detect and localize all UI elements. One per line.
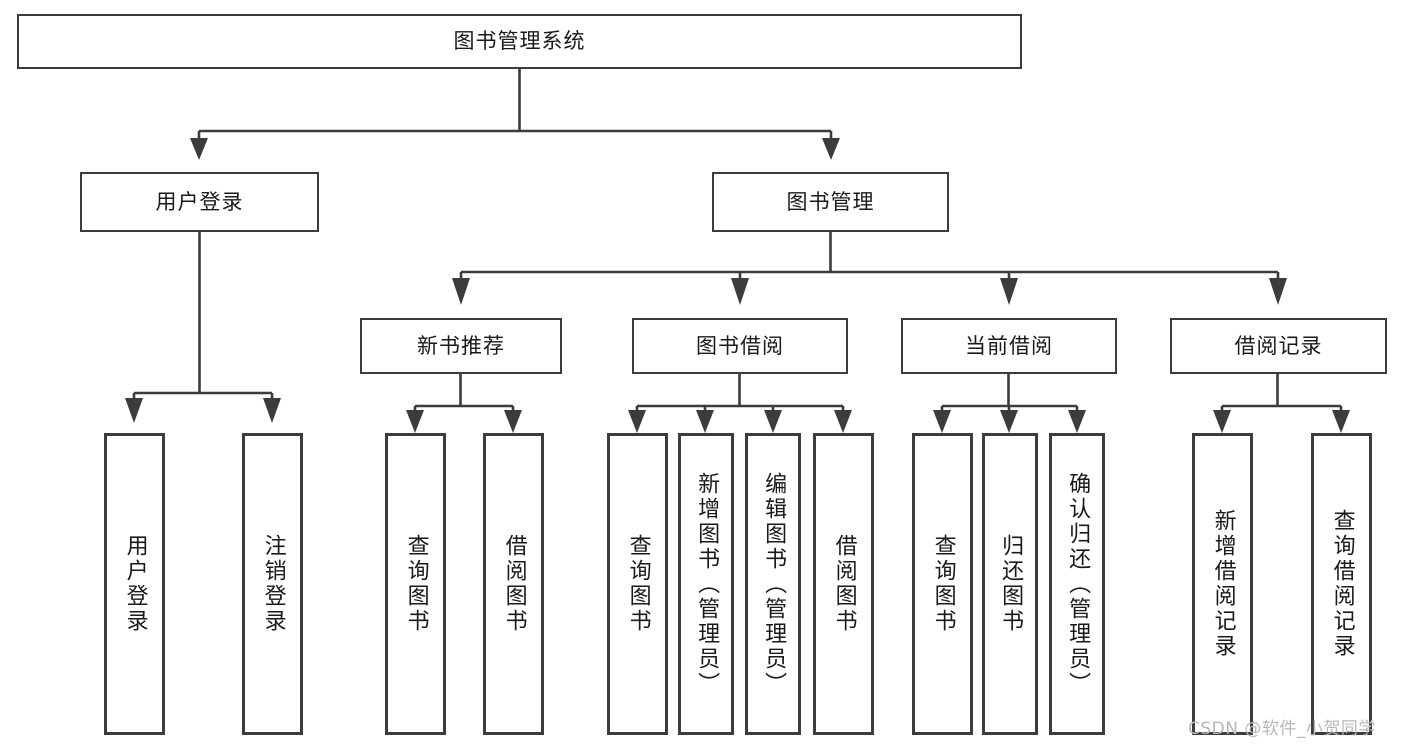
arrow-leaf-logout-login [263,398,281,423]
node-user-login[interactable]: 用户登录 [80,172,319,232]
arrow-new-book-recommend [452,278,470,305]
leaf-query-book-3[interactable]: 查询图书 [912,433,973,735]
arrow-book-borrow [731,278,749,305]
leaf-add-record[interactable]: 新增借阅记录 [1192,433,1253,735]
arrow-leaf-borrow-book-2 [834,410,852,433]
leaf-borrow-book-2[interactable]: 借阅图书 [813,433,874,735]
arrow-leaf-edit-book [764,410,782,433]
leaf-query-book-1[interactable]: 查询图书 [385,433,446,735]
arrow-book-management [822,138,840,160]
leaf-query-record[interactable]: 查询借阅记录 [1311,433,1372,735]
arrow-leaf-query-record [1332,410,1350,433]
node-borrow-record-label: 借阅记录 [1234,333,1323,358]
node-current-borrow[interactable]: 当前借阅 [901,318,1117,374]
leaf-query-book-2[interactable]: 查询图书 [607,433,668,735]
leaf-query-book-2-label: 查询图书 [625,534,651,634]
node-book-management[interactable]: 图书管理 [712,172,949,232]
node-new-book-recommend[interactable]: 新书推荐 [360,318,562,374]
leaf-confirm-return-label: 确认归还（管理员） [1065,471,1091,697]
node-current-borrow-label: 当前借阅 [965,333,1053,358]
leaf-add-record-label: 新增借阅记录 [1210,509,1236,659]
arrow-leaf-query-book-3 [933,410,951,433]
arrow-leaf-borrow-book-1 [504,410,522,433]
node-book-borrow-label: 图书借阅 [696,333,784,358]
leaf-logout-login-label: 注销登录 [260,534,286,634]
watermark: CSDN @软件_小贺同学 [1188,719,1376,739]
leaf-user-login-label: 用户登录 [122,534,148,634]
leaf-query-book-3-label: 查询图书 [930,534,956,634]
leaf-user-login[interactable]: 用户登录 [104,433,165,735]
arrow-leaf-query-book-2 [628,410,646,433]
arrow-borrow-record [1269,278,1287,305]
leaf-query-record-label: 查询借阅记录 [1329,509,1355,659]
arrow-leaf-add-book [696,410,714,433]
node-root[interactable]: 图书管理系统 [17,14,1022,69]
arrow-leaf-user-login [125,398,143,423]
leaf-return-book-label: 归还图书 [998,534,1024,634]
arrow-leaf-confirm-return [1068,410,1086,433]
leaf-add-book[interactable]: 新增图书（管理员） [678,433,734,735]
leaf-edit-book-label: 编辑图书（管理员） [761,471,787,697]
node-book-borrow[interactable]: 图书借阅 [632,318,848,374]
node-root-label: 图书管理系统 [453,29,586,54]
leaf-return-book[interactable]: 归还图书 [982,433,1038,735]
leaf-query-book-1-label: 查询图书 [403,534,429,634]
node-new-book-recommend-label: 新书推荐 [417,333,505,358]
node-user-login-label: 用户登录 [155,189,244,214]
leaf-logout-login[interactable]: 注销登录 [242,433,303,735]
arrow-leaf-return-book [1000,410,1018,433]
leaf-borrow-book-2-label: 借阅图书 [831,534,857,634]
leaf-edit-book[interactable]: 编辑图书（管理员） [745,433,801,735]
node-borrow-record[interactable]: 借阅记录 [1170,318,1387,374]
arrow-user-login [190,138,208,160]
leaf-borrow-book-1-label: 借阅图书 [501,534,527,634]
node-book-management-label: 图书管理 [786,189,875,214]
arrow-leaf-add-record [1213,410,1231,433]
leaf-borrow-book-1[interactable]: 借阅图书 [483,433,544,735]
arrow-leaf-query-book-1 [406,410,424,433]
leaf-confirm-return[interactable]: 确认归还（管理员） [1049,433,1105,735]
arrow-current-borrow [1000,278,1018,305]
leaf-add-book-label: 新增图书（管理员） [694,471,720,697]
